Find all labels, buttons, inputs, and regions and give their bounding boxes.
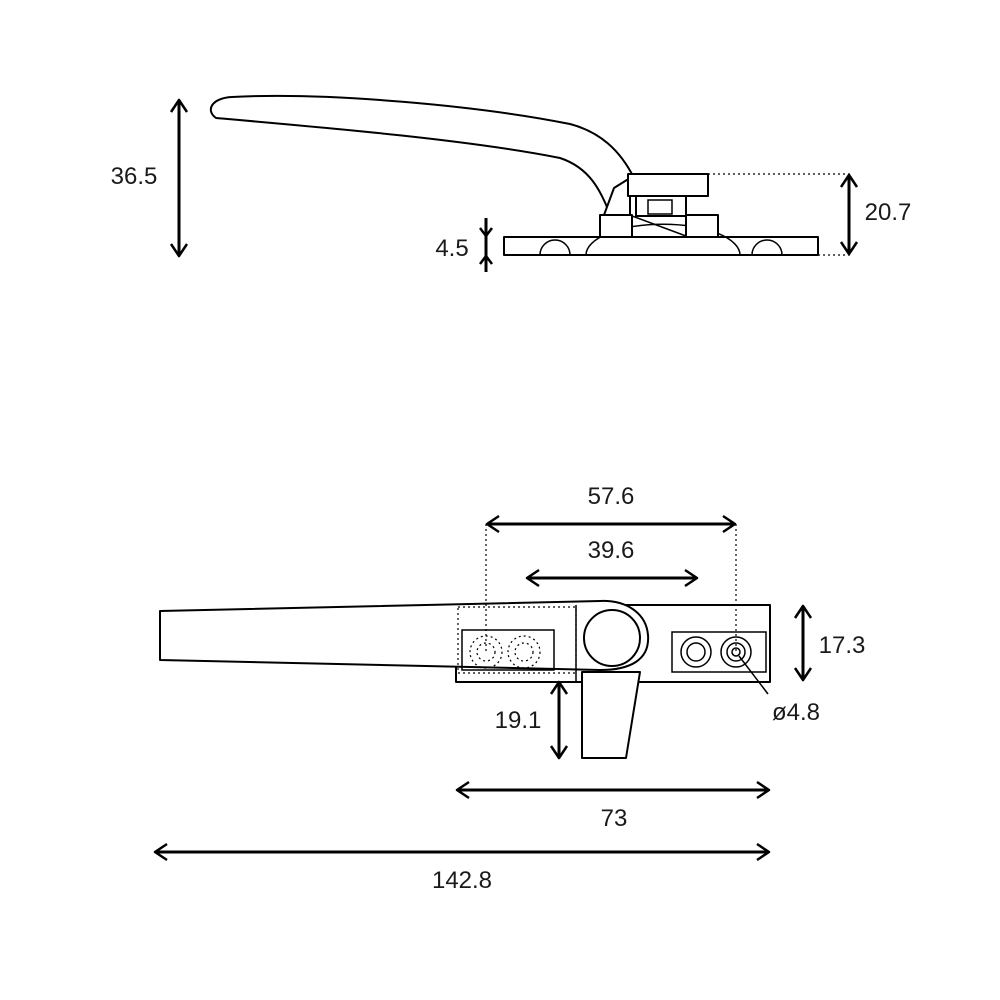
dim-outer-hole-spacing: 57.6	[588, 483, 635, 510]
side-base-scallops	[539, 223, 783, 256]
plan-hole-slot	[671, 631, 767, 673]
dim-body-height: 20.7	[865, 199, 912, 226]
side-base-plate	[503, 236, 819, 256]
dim-tongue-length: 19.1	[495, 707, 542, 734]
dim-hole-diameter: ø4.8	[772, 699, 820, 726]
side-view: 36.5 4.5 20.7	[111, 94, 912, 272]
dim-body-width: 17.3	[819, 632, 866, 659]
side-foot-left	[599, 214, 633, 238]
plan-tongue	[581, 671, 641, 759]
side-foot-right	[685, 214, 719, 238]
dim-overall-length: 142.8	[432, 867, 492, 894]
dim-base-thickness: 4.5	[435, 235, 468, 262]
side-body-top	[627, 173, 709, 197]
dim-inner-hole-spacing: 39.6	[588, 537, 635, 564]
plan-hidden-hole-1	[469, 635, 503, 669]
side-handle-lever	[209, 94, 635, 215]
side-cam-line	[631, 215, 687, 237]
plan-hole-2	[720, 636, 752, 668]
dim-handle-height: 36.5	[111, 163, 158, 190]
plan-hidden-hole-slot	[461, 629, 555, 671]
plan-pivot-boss	[583, 609, 641, 667]
plan-hidden-hole-2	[507, 635, 541, 669]
plan-view: 57.6 39.6 17.3 19.1 ø4.8 73 142.8	[153, 483, 866, 894]
plan-hole-1	[680, 636, 712, 668]
side-body-slot	[647, 199, 673, 215]
side-body-mid	[635, 195, 687, 217]
dim-base-length: 73	[601, 805, 628, 832]
plan-lever	[159, 599, 650, 671]
